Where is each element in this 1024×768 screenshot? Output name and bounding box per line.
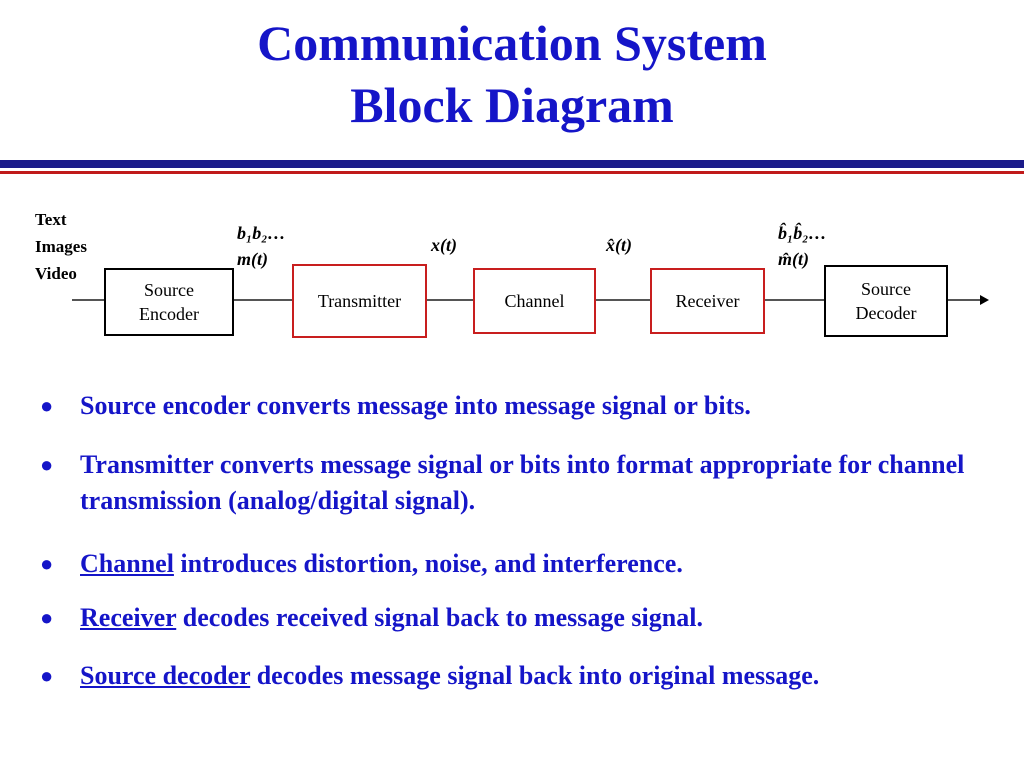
transmitter-block: Transmitter <box>292 264 427 338</box>
transmitter-label: Transmitter <box>317 291 402 311</box>
signal-bits-in: b₁b₂… <box>237 223 286 243</box>
connector-input <box>72 299 104 301</box>
input-text: Text <box>35 210 67 229</box>
connector-transmitter-channel <box>427 299 473 301</box>
page-title: Communication System Block Diagram <box>0 12 1024 136</box>
channel-block: Channel <box>473 268 596 334</box>
connector-output <box>948 299 982 301</box>
source-decoder-block: Source Decoder <box>824 265 948 337</box>
input-images: Images <box>35 237 87 256</box>
title-line-1: Communication System <box>257 15 767 71</box>
bullet-dot-icon: ● <box>40 663 54 688</box>
receiver-block: Receiver <box>650 268 765 334</box>
bullet-dot-icon: ● <box>40 393 54 418</box>
bullet-dot-icon: ● <box>40 452 54 477</box>
bullet-text: Source encoder converts message into mes… <box>80 391 751 420</box>
signal-transmitted: x(t) <box>431 235 457 255</box>
bullet-lead: Source decoder <box>80 661 251 690</box>
connector-encoder-transmitter <box>234 299 292 301</box>
bullet-text: introduces distortion, noise, and interf… <box>173 549 683 578</box>
bullet-text: Transmitter converts message signal or b… <box>80 450 965 515</box>
source-encoder-block: Source Encoder <box>104 268 234 336</box>
channel-label: Channel <box>504 291 565 311</box>
source-decoder-label-1: Source <box>861 279 911 299</box>
signal-message-out: m̂(t) <box>778 249 809 269</box>
title-line-2: Block Diagram <box>350 77 674 133</box>
bullet-lead: Receiver <box>80 603 177 632</box>
bullet-text: decodes received signal back to message … <box>176 603 703 632</box>
connector-channel-receiver <box>596 299 650 301</box>
source-inputs: Text Images Video <box>35 206 87 287</box>
divider-blue <box>0 160 1024 168</box>
bullet-lead: Channel <box>80 549 174 578</box>
signal-bits-out: b̂₁b̂₂… <box>778 223 827 243</box>
connector-receiver-decoder <box>765 299 824 301</box>
source-decoder-label-2: Decoder <box>855 303 917 323</box>
signal-received: x̂(t) <box>606 235 632 255</box>
bullet-text: decodes message signal back into origina… <box>250 661 820 690</box>
receiver-label: Receiver <box>675 291 740 311</box>
output-arrow-icon <box>980 295 989 305</box>
source-encoder-label-1: Source <box>144 280 194 300</box>
bullet-dot-icon: ● <box>40 605 54 630</box>
divider-red <box>0 171 1024 174</box>
signal-message-in: m(t) <box>237 249 268 269</box>
source-encoder-label-2: Encoder <box>139 304 199 324</box>
input-video: Video <box>35 264 77 283</box>
block-diagram: Text Images Video Source Encoder Transmi… <box>0 200 1024 350</box>
bullet-dot-icon: ● <box>40 551 54 576</box>
